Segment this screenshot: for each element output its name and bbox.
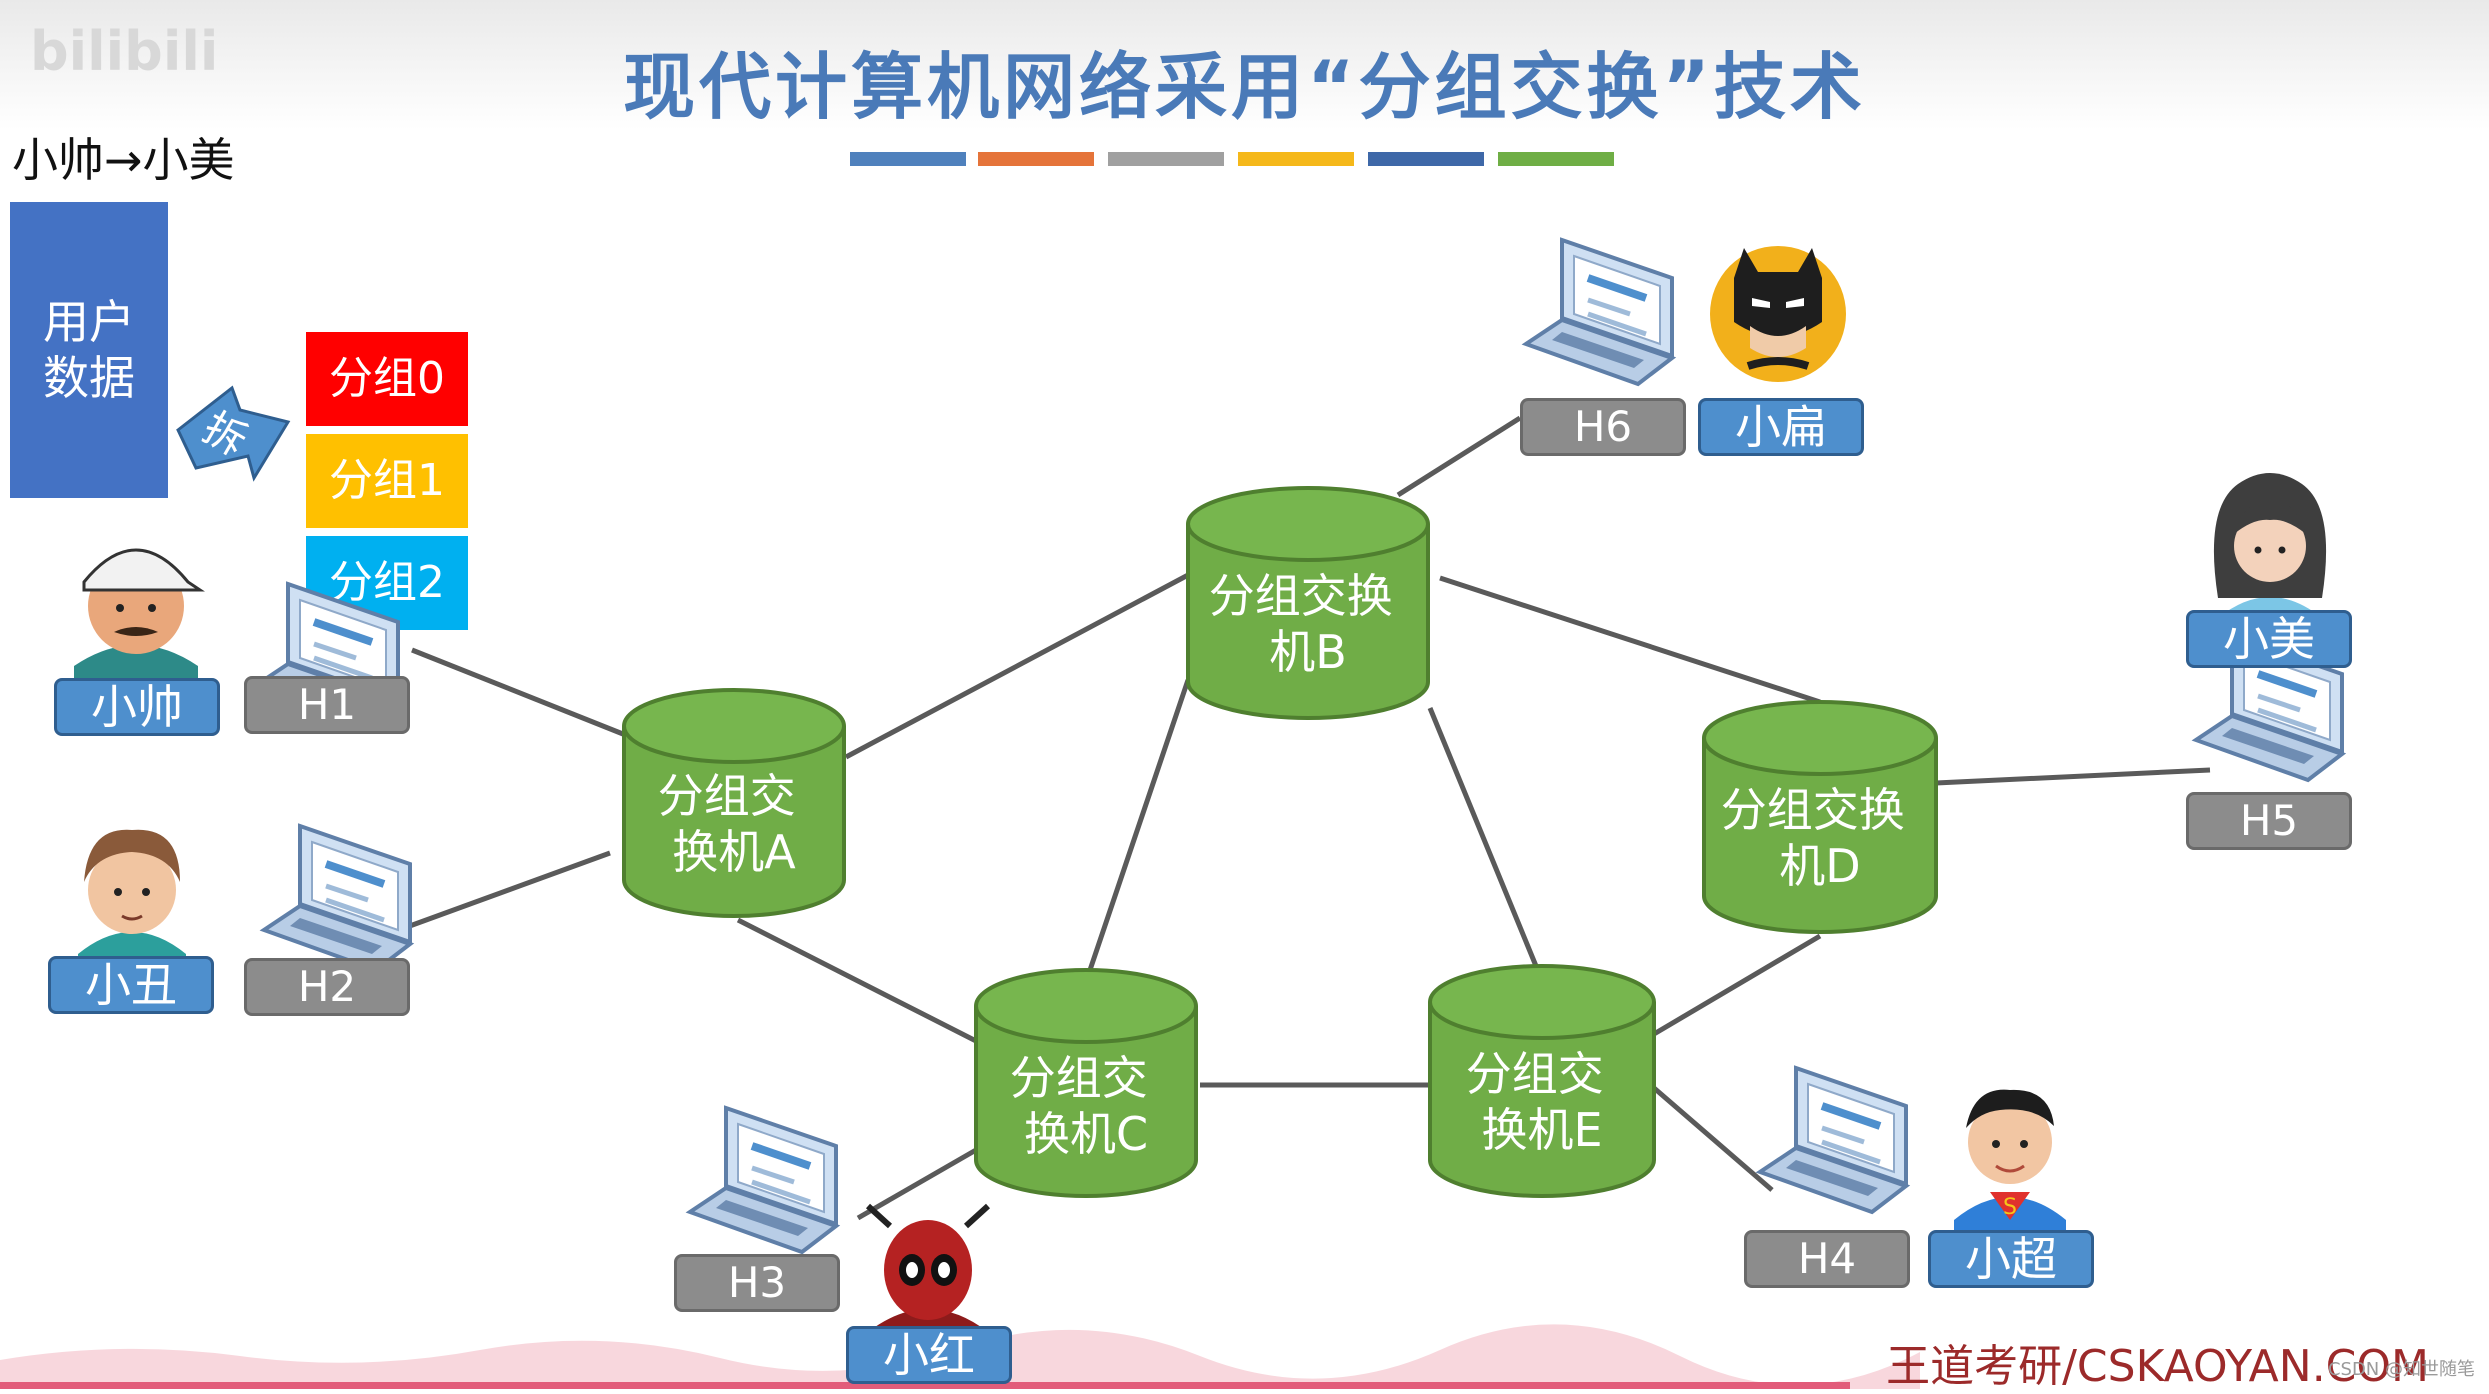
link-a-b (844, 571, 1192, 760)
link-h2-a (384, 850, 611, 938)
switch-d-line2: 机D (1779, 839, 1860, 893)
link-c-h3 (856, 1147, 978, 1221)
link-b-d (1439, 575, 1821, 705)
switch-e-label: 分组交 换机E (1466, 1047, 1619, 1157)
person-label-xiaoshuai: 小帅 (54, 678, 220, 736)
color-bar (1498, 152, 1614, 166)
host-label-h2: H2 (244, 958, 410, 1016)
link-e-h4 (1652, 1086, 1774, 1192)
switch-b-line2: 机B (1269, 625, 1347, 679)
color-bar (1108, 152, 1224, 166)
host-label-h1: H1 (244, 676, 410, 734)
person-label-xiaobian: 小扁 (1698, 398, 1864, 456)
top-fade (0, 0, 2489, 130)
user-data-label: 用户 数据 (43, 295, 135, 405)
switch-b-line1: 分组交换 (1209, 569, 1393, 623)
person-label-xiaohong: 小红 (846, 1326, 1012, 1384)
footer-brand: 王道考研/CSKAOYAN.COM (1886, 1341, 2429, 1392)
link-h1-a (411, 647, 629, 739)
switch-a-line1: 分组交 (658, 769, 796, 823)
switch-a-label: 分组交 换机A (658, 769, 811, 879)
color-bar (1238, 152, 1354, 166)
laptop-icon-h6 (1526, 240, 1672, 384)
person-label-xiaochao: 小超 (1928, 1230, 2094, 1288)
switch-a: 分组交 换机A (622, 688, 846, 918)
bottom-progress-line (0, 1382, 1850, 1389)
host-label-h6: H6 (1520, 398, 1686, 456)
xiaohong-avatar-icon (865, 1203, 991, 1340)
switch-c: 分组交 换机C (974, 968, 1198, 1198)
person-label-xiaomei: 小美 (2186, 610, 2352, 668)
packet-0: 分组0 (306, 332, 468, 426)
switch-d-line1: 分组交换 (1721, 783, 1905, 837)
host-label-h3: H3 (674, 1254, 840, 1312)
laptop-icon-h2 (264, 826, 410, 970)
xiaobian-avatar-icon (1710, 246, 1846, 382)
switch-a-line2: 换机A (672, 825, 796, 879)
switch-e-line1: 分组交 (1466, 1047, 1604, 1101)
footer-watermark: CSDN @知世随笔 (2327, 1359, 2475, 1380)
links (384, 415, 2211, 1221)
switch-d-label: 分组交换 机D (1721, 783, 1920, 893)
person-label-xiaochou: 小丑 (48, 956, 214, 1014)
link-a-c (736, 917, 980, 1045)
bilibili-watermark: bilibili (30, 20, 219, 83)
switch-b-label: 分组交换 机B (1209, 569, 1408, 679)
xiaochao-avatar-icon: S (1954, 1089, 2066, 1230)
host-label-h4: H4 (1744, 1230, 1910, 1288)
slide-title: 现代计算机网络采用“分组交换”技术 (623, 45, 1866, 129)
switch-d: 分组交换 机D (1702, 700, 1938, 934)
color-bar (1368, 152, 1484, 166)
link-d-h5 (1935, 767, 2211, 786)
xiaoshuai-avatar-icon (74, 548, 205, 678)
xiaomei-avatar-icon (2213, 473, 2327, 628)
color-bar (850, 152, 966, 166)
subtitle: 小帅→小美 (12, 133, 235, 187)
xiaochou-avatar-icon (78, 829, 186, 966)
svg-text:S: S (2003, 1195, 2017, 1220)
color-bar (978, 152, 1094, 166)
switch-c-label: 分组交 换机C (1010, 1051, 1163, 1161)
link-b-e (1427, 707, 1539, 967)
link-d-e (1652, 933, 1822, 1037)
host-label-h5: H5 (2186, 792, 2352, 850)
link-b-c (1087, 679, 1191, 971)
split-arrow-icon: 拆 (176, 385, 291, 482)
switch-c-line2: 换机C (1024, 1107, 1148, 1161)
laptop-icon-h4 (1760, 1068, 1906, 1212)
switch-e-line2: 换机E (1481, 1103, 1602, 1157)
switch-b: 分组交换 机B (1186, 486, 1430, 720)
laptop-icon-h3 (690, 1108, 836, 1252)
switch-e: 分组交 换机E (1428, 964, 1656, 1198)
switch-c-line1: 分组交 (1010, 1051, 1148, 1105)
link-b-h6 (1396, 415, 1522, 498)
user-data-box: 用户 数据 (10, 202, 168, 498)
packet-1: 分组1 (306, 434, 468, 528)
